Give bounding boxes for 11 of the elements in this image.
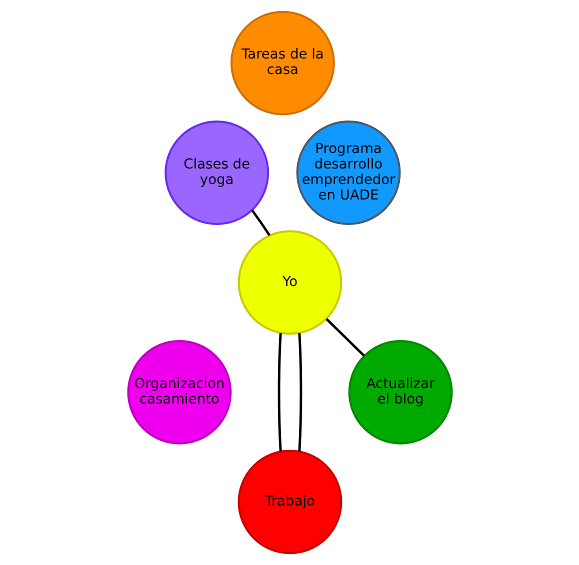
connector (325, 318, 364, 357)
node-circle: Tareas de la casa (230, 10, 334, 116)
node-circle: Programa desarrollo emprendedor en UADE (296, 120, 400, 225)
node-circle: Yo (237, 230, 342, 335)
node-circle: Actualizar el blog (348, 340, 452, 444)
connector (250, 209, 270, 236)
connector (277, 332, 282, 452)
node-circle: Organizacion casamiento (126, 340, 232, 444)
node-circle: Clases de yoga (164, 120, 269, 225)
connector (298, 332, 302, 452)
node-circle: Trabajo (237, 450, 342, 554)
